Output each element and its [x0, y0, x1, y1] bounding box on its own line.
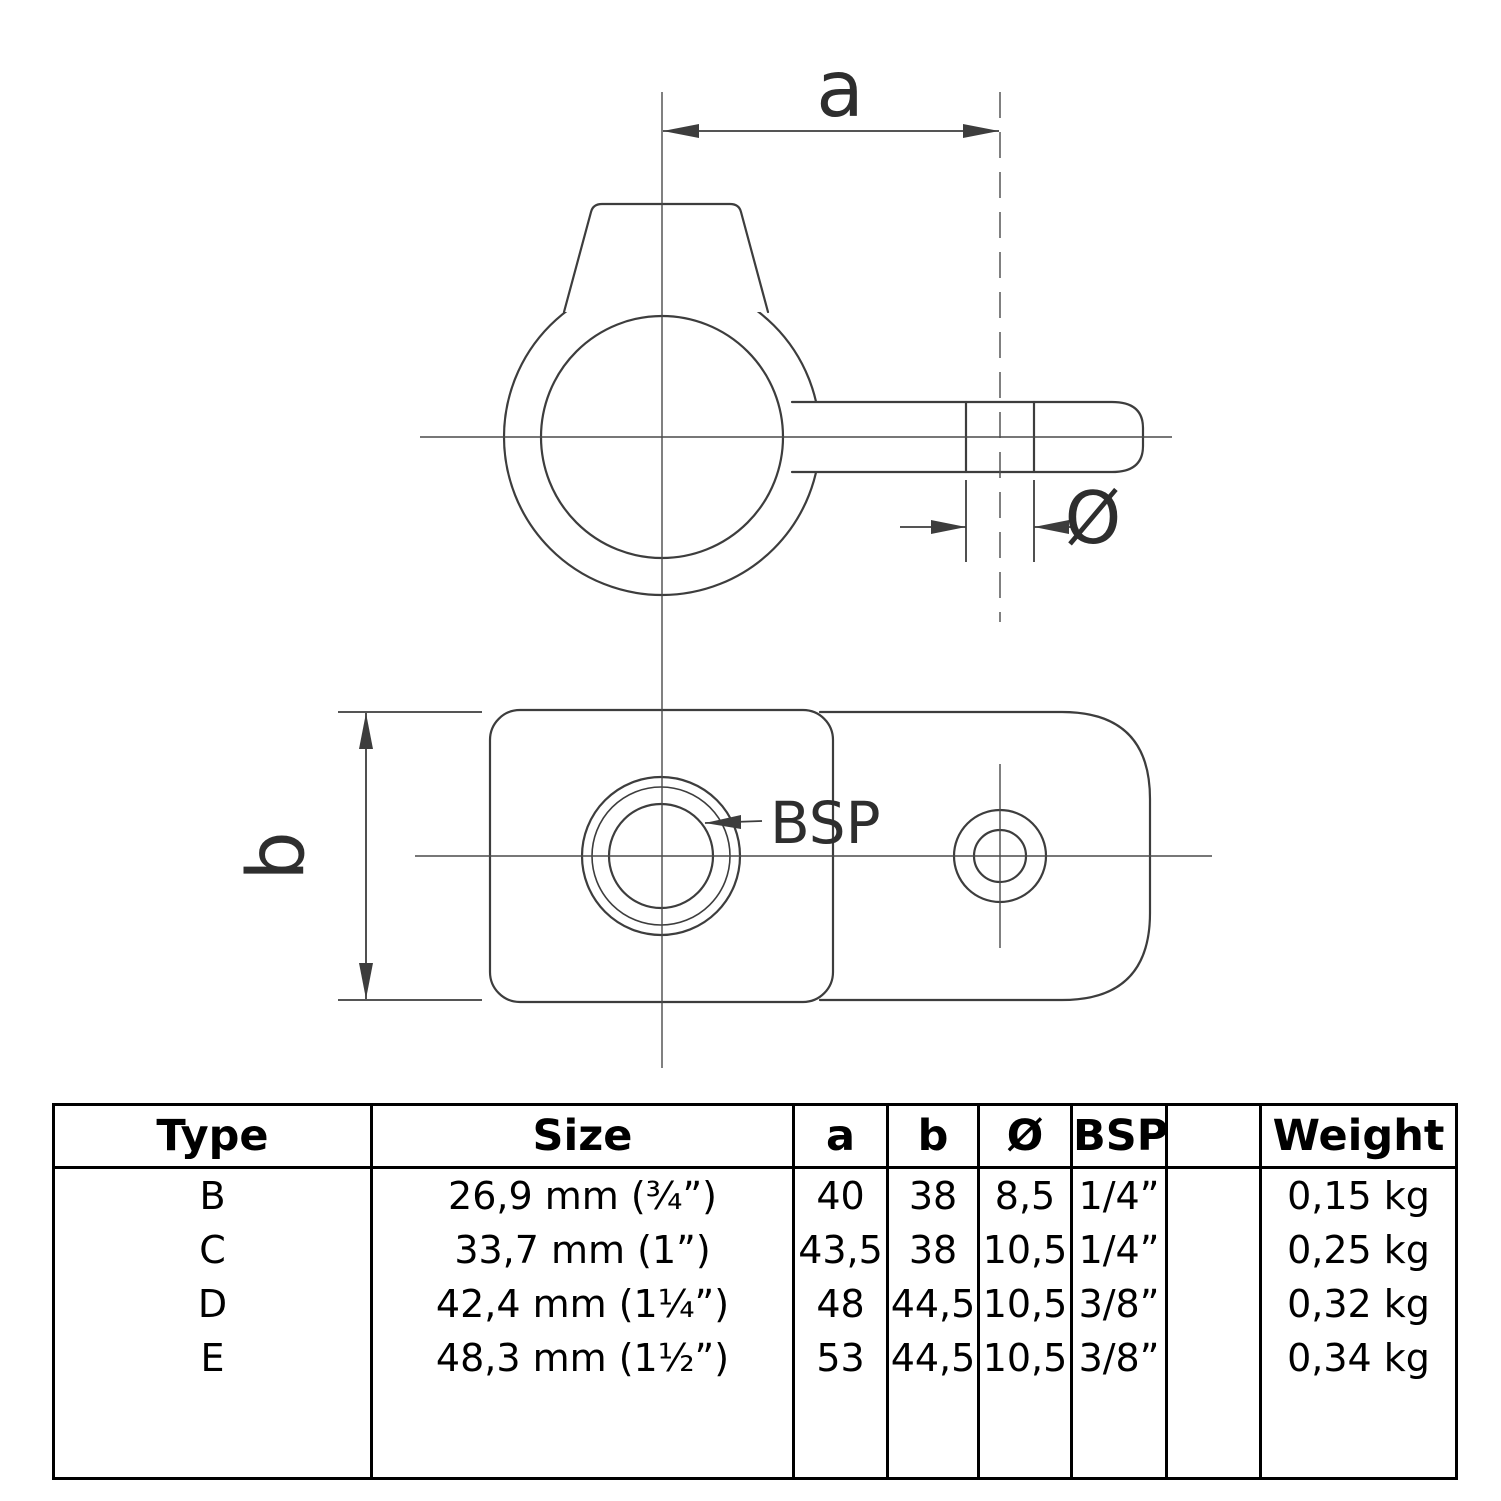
col-header-type: Type: [53, 1104, 373, 1169]
cell-bsp: 3/8”: [1071, 1331, 1168, 1385]
cell-a: 43,5: [793, 1223, 889, 1277]
col-header-dia: Ø: [978, 1104, 1073, 1169]
dim-dia-arrow-right: [1034, 520, 1069, 534]
dim-dia-arrow-left: [931, 520, 966, 534]
cell-size: 42,4 mm (1¼”): [371, 1277, 795, 1331]
table-filler-row: [53, 1385, 1457, 1479]
col-header-size: Size: [371, 1104, 795, 1169]
cell-dia: 10,5: [978, 1223, 1073, 1277]
spec-table: Type Size a b Ø BSP Weight B 26,9 mm (¾”…: [52, 1103, 1458, 1480]
dimension-b: [338, 711, 482, 1001]
cell-size: 48,3 mm (1½”): [371, 1331, 795, 1385]
filler-cell: [887, 1385, 980, 1479]
cell-dia: 10,5: [978, 1277, 1073, 1331]
cell-a: 48: [793, 1277, 889, 1331]
fitting-drawing: a Ø b BSP: [232, 45, 1212, 1068]
cell-weight: 0,34 kg: [1287, 1336, 1430, 1380]
dim-a-arrow-left: [663, 124, 699, 138]
bsp-leader-arrow: [705, 815, 741, 829]
centerlines: [415, 92, 1212, 1068]
filler-cell: [1261, 1385, 1457, 1479]
bsp-label: BSP: [770, 789, 881, 857]
filler-cell: [978, 1385, 1073, 1479]
cell-size: 26,9 mm (¾”): [371, 1167, 795, 1223]
col-header-bsp: BSP: [1071, 1104, 1168, 1169]
cell-weight: 0,25 kg: [1287, 1228, 1430, 1272]
dim-b-label: b: [232, 831, 322, 881]
filler-cell: [793, 1385, 889, 1479]
filler-cell: [371, 1385, 795, 1479]
cell-dia: 10,5: [978, 1331, 1073, 1385]
cell-b: 38: [887, 1223, 980, 1277]
filler-cell: [1071, 1385, 1168, 1479]
cell-b: 44,5: [887, 1331, 980, 1385]
cell-dia: 8,5: [978, 1167, 1073, 1223]
col-header-spacer: [1166, 1104, 1262, 1169]
col-header-weight: Weight: [1260, 1104, 1457, 1169]
dimension-a: [663, 124, 999, 138]
header-row: Type Size a b Ø BSP Weight: [53, 1104, 1457, 1169]
cell-type: C: [53, 1223, 373, 1277]
table-row: B 26,9 mm (¾”) 40 38 8,5 1/4” 0,15 kg: [53, 1167, 1457, 1223]
dim-b-arrow-bottom: [359, 963, 373, 999]
clamp-boss: [562, 202, 770, 314]
cell-type: D: [53, 1277, 373, 1331]
filler-cell: [1166, 1385, 1262, 1479]
dim-dia-label: Ø: [1065, 476, 1122, 560]
cell-weight: 0,15 kg: [1287, 1174, 1430, 1218]
cell-bsp: 1/4”: [1071, 1167, 1168, 1223]
cell-a: 40: [793, 1167, 889, 1223]
col-header-a: a: [793, 1104, 889, 1169]
dim-b-arrow-top: [359, 713, 373, 749]
cell-b: 38: [887, 1167, 980, 1223]
cell-weight: 0,32 kg: [1287, 1282, 1430, 1326]
cell-spacer: [1166, 1331, 1262, 1385]
cell-a: 53: [793, 1331, 889, 1385]
cell-bsp: 3/8”: [1071, 1277, 1168, 1331]
table-row: C 33,7 mm (1”) 43,5 38 10,5 1/4” 0,25 kg: [53, 1223, 1457, 1277]
side-view: [502, 202, 1145, 597]
cell-type: B: [53, 1167, 373, 1223]
cell-b: 44,5: [887, 1277, 980, 1331]
cell-bsp: 1/4”: [1071, 1223, 1168, 1277]
dim-a-arrow-right: [963, 124, 999, 138]
cell-spacer: [1166, 1223, 1262, 1277]
bsp-callout: [704, 815, 763, 829]
dimension-dia: [900, 480, 1072, 562]
cell-spacer: [1166, 1277, 1262, 1331]
spec-table-wrap: Type Size a b Ø BSP Weight B 26,9 mm (¾”…: [52, 1103, 1458, 1480]
cell-spacer: [1166, 1167, 1262, 1223]
table-row: E 48,3 mm (1½”) 53 44,5 10,5 3/8” 0,34 k…: [53, 1331, 1457, 1385]
col-header-b: b: [887, 1104, 980, 1169]
filler-cell: [53, 1385, 373, 1479]
cell-size: 33,7 mm (1”): [371, 1223, 795, 1277]
dim-a-label: a: [816, 45, 864, 135]
table-row: D 42,4 mm (1¼”) 48 44,5 10,5 3/8” 0,32 k…: [53, 1277, 1457, 1331]
cell-type: E: [53, 1331, 373, 1385]
